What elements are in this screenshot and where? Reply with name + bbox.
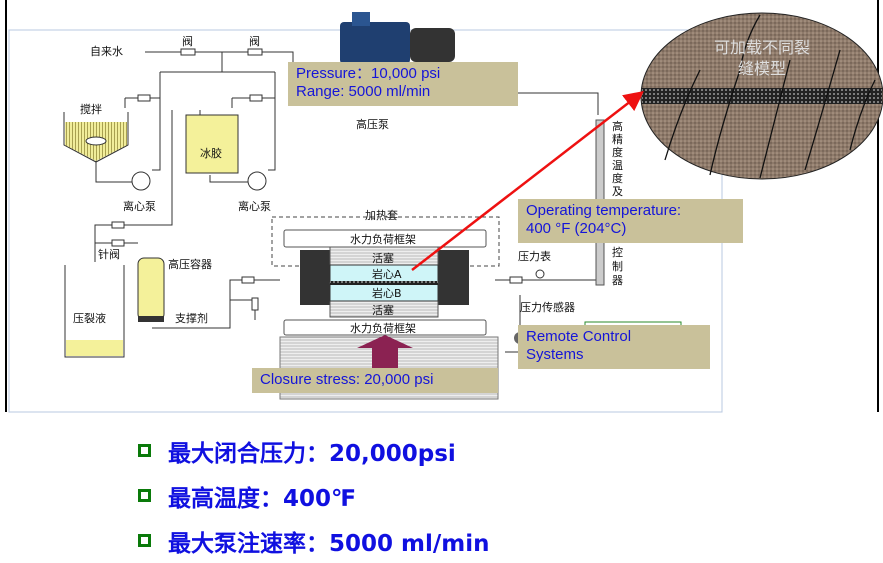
label-needle-valve: 针阀 — [98, 247, 120, 261]
range-text: Range: 5000 ml/min — [296, 83, 431, 100]
valve-icons — [111, 48, 523, 311]
label-pump: 离心泵 — [123, 199, 156, 213]
svg-text:精: 精 — [612, 133, 623, 146]
closure-stress-callout: Closure stress: 20,000 psi — [252, 368, 498, 393]
centrifugal-pump-icon — [247, 171, 267, 191]
fracture-layer — [330, 281, 438, 285]
square-bullet-icon — [138, 534, 151, 547]
svg-text:度: 度 — [612, 145, 623, 159]
label-valve: 阀 — [249, 34, 260, 48]
svg-text:制: 制 — [612, 260, 623, 273]
label-temperature-controller: 高 精 度 温 度 及 控 制 器 — [612, 119, 623, 287]
temperature-label: Operating temperature: — [526, 202, 682, 219]
svg-text:控: 控 — [612, 245, 623, 259]
svg-text:高: 高 — [612, 119, 623, 133]
centrifugal-pump-icon — [131, 171, 151, 191]
svg-text:及: 及 — [612, 185, 623, 198]
remote-text: Systems — [526, 346, 584, 363]
label-frac-fluid: 压裂液 — [73, 311, 106, 325]
temperature-value: 400 °F (204°C) — [526, 220, 627, 237]
remote-text: Remote Control — [526, 328, 632, 345]
label-load-frame: 水力负荷框架 — [350, 232, 416, 246]
square-bullet-icon — [138, 489, 151, 502]
label-hp-vessel: 高压容器 — [168, 257, 212, 271]
pressure-text: Pressure：10,000 psi — [296, 65, 441, 82]
bullet-max-temperature: 最高温度：400℉ — [138, 473, 490, 518]
frac-fluid-tank — [64, 265, 125, 358]
label-heat-jacket: 加热套 — [365, 209, 398, 222]
spec-bullet-list: 最大闭合压力：20,000psi 最高温度：400℉ 最大泵注速率：5000 m… — [138, 428, 490, 563]
fracture-model-label: 缝模型 — [738, 59, 786, 78]
heating-jacket — [271, 216, 500, 267]
label-gel: 冰胶 — [200, 146, 222, 160]
vessel-base — [138, 316, 164, 322]
red-pointer-arrow — [411, 90, 644, 271]
pressure-callout: Pressure：10,000 psi Range: 5000 ml/min — [288, 62, 518, 106]
label-valve: 阀 — [182, 34, 193, 48]
bullet-max-closure-pressure: 最大闭合压力：20,000psi — [138, 428, 490, 473]
square-bullet-icon — [138, 444, 151, 457]
svg-text:度: 度 — [612, 171, 623, 185]
label-stir: 搅拌 — [80, 102, 102, 116]
remote-control-callout: Remote Control Systems — [518, 325, 710, 369]
label-core-a: 岩心A — [372, 267, 402, 281]
label-load-frame: 水力负荷框架 — [350, 321, 416, 335]
label-pressure-gauge: 压力表 — [518, 249, 551, 263]
label-pressure-sensor: 压力传感器 — [520, 301, 575, 314]
temperature-callout: Operating temperature: 400 °F (204°C) — [518, 199, 743, 243]
label-piston: 活塞 — [372, 251, 394, 265]
closure-text: Closure stress: 20,000 psi — [260, 371, 434, 388]
label-tap-water: 自来水 — [90, 45, 123, 58]
pressure-gauge-icon — [535, 269, 545, 279]
svg-text:器: 器 — [612, 274, 623, 287]
stirrer-icon — [85, 136, 107, 146]
bullet-max-pump-rate: 最大泵注速率：5000 ml/min — [138, 518, 490, 563]
fracture-model-label: 可加载不同裂 — [714, 38, 810, 57]
label-core-b: 岩心B — [372, 286, 402, 300]
label-hp-pump: 高压泵 — [356, 117, 389, 131]
high-pressure-vessel — [137, 257, 165, 321]
stir-tank — [63, 112, 129, 163]
label-piston: 活塞 — [372, 303, 394, 317]
frac-fluid-level — [66, 340, 123, 356]
side-clamp-left — [300, 250, 332, 305]
label-proppant: 支撑剂 — [175, 311, 208, 325]
high-pressure-pump-icon — [340, 12, 455, 64]
svg-text:温: 温 — [612, 159, 623, 172]
gel-tank — [185, 114, 239, 174]
label-pump: 离心泵 — [238, 199, 271, 213]
closure-stress-arrow — [357, 335, 413, 368]
fracture-model-oval — [640, 12, 883, 180]
side-clamp-right — [437, 250, 469, 305]
